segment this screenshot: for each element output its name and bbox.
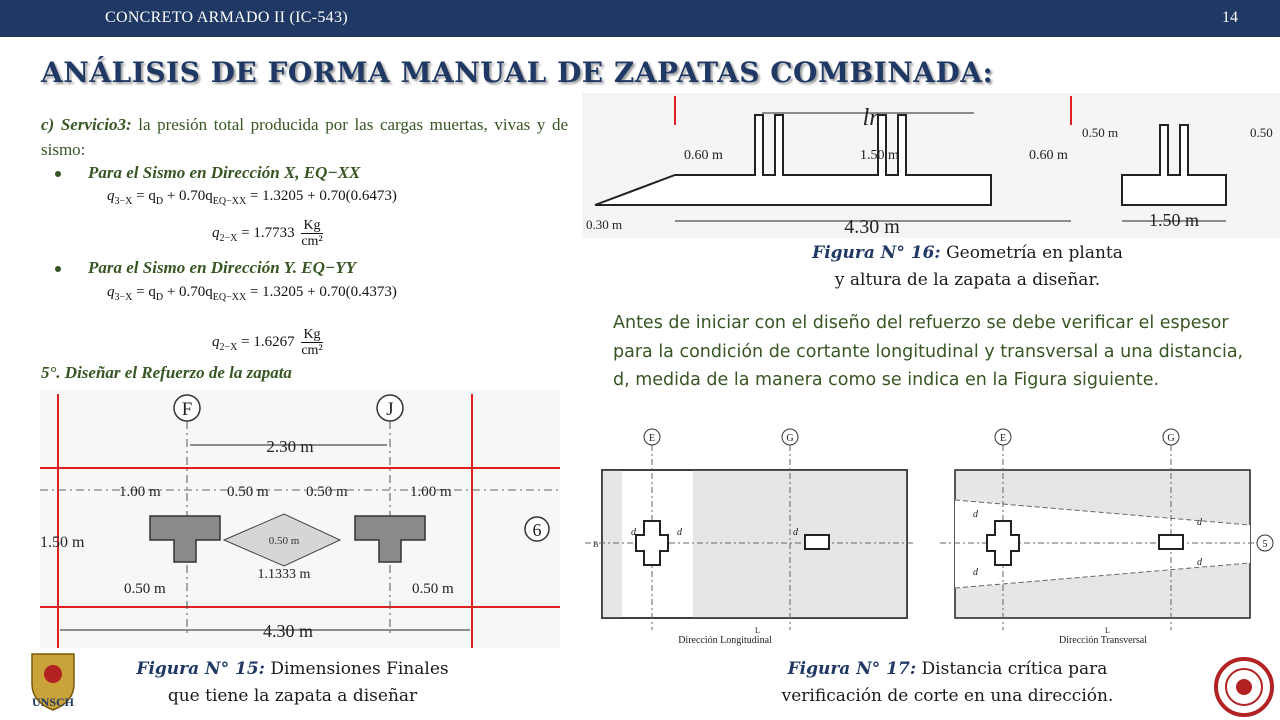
right-column-shape (986, 520, 1020, 566)
service3-paragraph: c) Servicio3: la presión total producida… (41, 112, 568, 162)
axis-6-bubble (524, 516, 550, 542)
left-column-shape (635, 520, 669, 566)
right-column-small (1158, 534, 1184, 550)
bullet-sismo-y: Para el Sismo en Dirección Y. EQ−YY (55, 258, 356, 278)
svg-text:d: d (677, 527, 683, 538)
svg-text:d: d (973, 567, 979, 578)
fig16-section-outline (1121, 124, 1227, 206)
svg-text:E: E (649, 433, 655, 444)
dim-050d: 0.50 m (124, 581, 166, 597)
dim-050c: 0.50 m (269, 535, 300, 547)
figure-16-footing-geometry: ln 0.60 m 1.50 m 0.60 m 0.30 m 4.30 m 0.… (582, 93, 1280, 238)
right-critical-line-top (954, 499, 1251, 526)
fig16-d050a: 0.50 m (1082, 125, 1118, 140)
service3-text: la presión total producida por las carga… (41, 115, 568, 159)
dim-230-text: 2.30 m (266, 437, 313, 456)
svg-text:d: d (1197, 517, 1203, 528)
right-panel-title: Dirección Transversal (1059, 635, 1147, 646)
bullet-label: Para el Sismo en Dirección X, EQ−XX (88, 163, 361, 182)
fig16-d150b: 1.50 m (1149, 210, 1199, 230)
svg-text:G: G (1167, 433, 1174, 444)
svg-text:d: d (1197, 557, 1203, 568)
svg-text:E: E (1000, 433, 1006, 444)
dim-11333: 1.1333 m (258, 567, 311, 582)
svg-text:d: d (973, 509, 979, 520)
dim-050a: 0.50 m (227, 484, 269, 500)
equation-q3-x: q3−X = qD + 0.70qEQ−XX = 1.3205 + 0.70(0… (107, 188, 397, 207)
faculty-seal-logo (1214, 657, 1274, 717)
design-intro-paragraph: Antes de iniciar con el diseño del refue… (613, 313, 1244, 390)
slide-title: ANÁLISIS DE FORMA MANUAL DE ZAPATAS COMB… (41, 56, 994, 89)
dim-430-text: 4.30 m (263, 621, 313, 641)
axis-6-label: 6 (533, 520, 542, 540)
svg-text:G: G (786, 433, 793, 444)
svg-text:d: d (793, 527, 799, 538)
unsch-logo: UNSCH (31, 653, 75, 711)
fig15-background (40, 390, 560, 648)
svg-text:B: B (593, 540, 598, 549)
fig16-elevation-outline (594, 114, 992, 206)
left-shaded-zone (693, 470, 907, 618)
service3-lead: c) Servicio3: (41, 115, 132, 134)
bullet-label: Para el Sismo en Dirección Y. EQ−YY (88, 258, 356, 277)
bullet-dot (55, 171, 61, 178)
dim-100a: 1.00 m (119, 484, 161, 500)
right-critical-zone (955, 500, 1250, 588)
column-f-shape (149, 515, 221, 563)
svg-text:L: L (1105, 626, 1110, 635)
fig16-d060b: 0.60 m (1029, 148, 1068, 163)
fig16-d150: 1.50 m (860, 148, 899, 163)
left-panel-title: Dirección Longitudinal (678, 635, 772, 646)
fig16-d030: 0.30 m (586, 217, 622, 232)
dim-050b: 0.50 m (306, 484, 348, 500)
left-column-small (804, 534, 830, 550)
right-critical-line-bottom (954, 562, 1251, 589)
header-bar: CONCRETO ARMADO II (IC-543) 14 (0, 0, 1280, 37)
step-5-heading: 5°. Diseñar el Refuerzo de la zapata (41, 363, 292, 382)
axis-f-label: F (182, 399, 193, 420)
column-j-shape (354, 515, 426, 563)
unsch-logo-text: UNSCH (32, 695, 75, 709)
course-name: CONCRETO ARMADO II (IC-543) (105, 9, 348, 26)
dim-050e: 0.50 m (412, 581, 454, 597)
axis-5-bubble (1256, 534, 1274, 552)
bullet-dot (55, 266, 61, 273)
fig16-d060a: 0.60 m (684, 148, 723, 163)
diamond-shape (222, 513, 342, 567)
figure-15-footing-plan: F J 2.30 m 1.00 m 0.50 m 0.50 m 1.00 m 1… (40, 390, 560, 648)
gear-icon (1236, 679, 1252, 695)
ln-label: ln (863, 105, 882, 131)
fig16-d050b: 0.50 (1250, 125, 1273, 140)
emblem-icon (44, 665, 62, 683)
dim-150: 1.50 m (40, 534, 85, 551)
dim-100b: 1.00 m (410, 484, 452, 500)
svg-text:L: L (755, 626, 760, 635)
left-shaded-edge (602, 470, 622, 618)
axis-j-label: J (386, 399, 393, 420)
fig16-d430: 4.30 m (844, 216, 900, 238)
svg-text:5: 5 (1263, 539, 1268, 550)
page-number: 14 (1222, 9, 1238, 26)
figure-17-critical-distance: E G d d d B L Dirección Longitudinal E G… (585, 428, 1274, 646)
equation-q3-y: q3−X = qD + 0.70qEQ−XX = 1.3205 + 0.70(0… (107, 284, 397, 303)
svg-text:d: d (631, 527, 637, 538)
bullet-sismo-x: Para el Sismo en Dirección X, EQ−XX (55, 163, 360, 183)
